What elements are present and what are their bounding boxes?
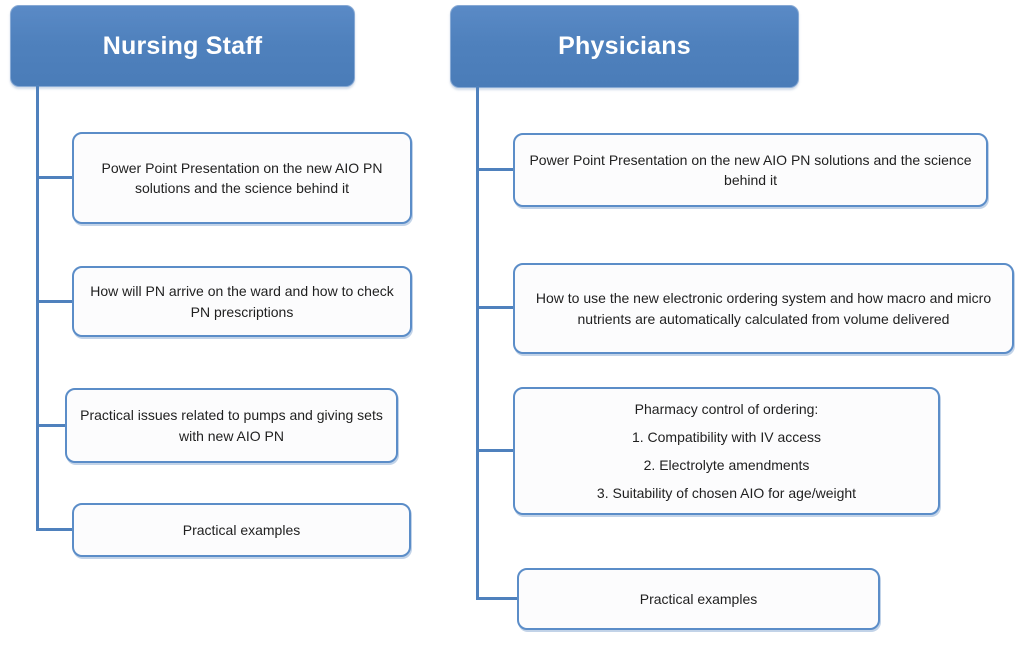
physicians-branch-4-connector-line bbox=[476, 597, 517, 600]
pharmacy-control-list-item-2: 2. Electrolyte amendments bbox=[643, 456, 810, 473]
physicians-item-powerpoint-text: Power Point Presentation on the new AIO … bbox=[529, 151, 972, 188]
pharmacy-control-list-item-3: 3. Suitability of chosen AIO for age/wei… bbox=[596, 484, 857, 501]
physicians-item-ordering-system-box: How to use the new electronic ordering s… bbox=[513, 263, 1014, 354]
nursing-item-pumps-text: Practical issues related to pumps and gi… bbox=[80, 407, 383, 444]
nursing-item-powerpoint-box: Power Point Presentation on the new AIO … bbox=[72, 132, 412, 224]
nursing-branch-3-connector-line bbox=[36, 424, 65, 427]
physicians-header: Physicians bbox=[450, 5, 799, 88]
physicians-item-powerpoint-box: Power Point Presentation on the new AIO … bbox=[513, 133, 988, 207]
nursing-branch-1-connector-line bbox=[36, 176, 72, 179]
nursing-staff-header: Nursing Staff bbox=[10, 5, 355, 87]
pharmacy-control-list-item-1: 1. Compatibility with IV access bbox=[631, 428, 822, 445]
nursing-item-practical-examples-box: Practical examples bbox=[72, 503, 411, 557]
physicians-item-practical-examples-text: Practical examples bbox=[639, 590, 758, 607]
pharmacy-control-heading: Pharmacy control of ordering: bbox=[634, 400, 819, 417]
nursing-item-pn-arrival-box: How will PN arrive on the ward and how t… bbox=[72, 266, 412, 337]
physicians-item-pharmacy-control-box: Pharmacy control of ordering: 1. Compati… bbox=[513, 387, 940, 515]
nursing-branch-2-connector-line bbox=[36, 300, 72, 303]
nursing-item-powerpoint-text: Power Point Presentation on the new AIO … bbox=[101, 159, 383, 196]
nursing-staff-header-label: Nursing Staff bbox=[102, 31, 263, 60]
physicians-branch-2-connector-line bbox=[476, 306, 513, 309]
physicians-trunk-connector-line bbox=[476, 86, 479, 600]
physicians-branch-1-connector-line bbox=[476, 168, 513, 171]
physicians-item-practical-examples-box: Practical examples bbox=[517, 568, 880, 630]
physicians-item-ordering-system-text: How to use the new electronic ordering s… bbox=[535, 290, 992, 327]
nursing-branch-4-connector-line bbox=[36, 528, 72, 531]
physicians-header-label: Physicians bbox=[558, 32, 691, 60]
nursing-item-pn-arrival-text: How will PN arrive on the ward and how t… bbox=[90, 283, 394, 320]
physicians-branch-3-connector-line bbox=[476, 449, 513, 452]
nursing-item-practical-examples-text: Practical examples bbox=[182, 521, 301, 538]
nursing-item-pumps-box: Practical issues related to pumps and gi… bbox=[65, 388, 398, 463]
nursing-trunk-connector-line bbox=[36, 85, 39, 531]
